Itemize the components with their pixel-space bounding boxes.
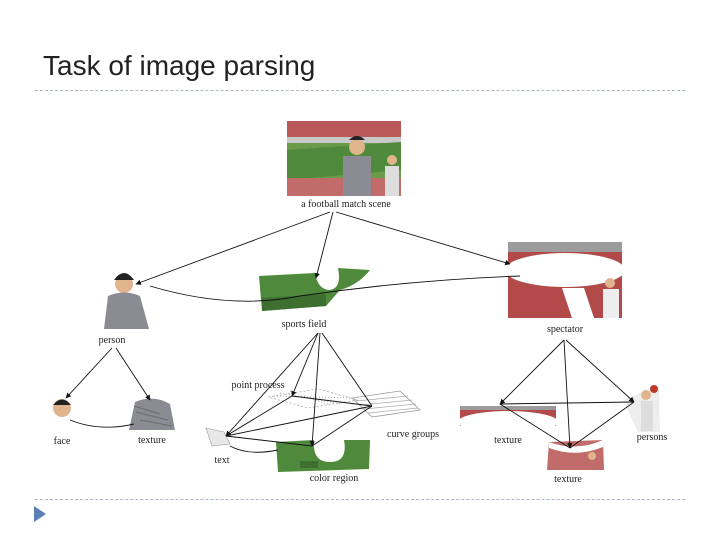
spectator-texture-left-patch (458, 406, 558, 433)
node-label-persons: persons (637, 432, 668, 443)
scene-photo (287, 121, 401, 196)
node-label-curve-groups: curve groups (387, 429, 439, 440)
node-label-point-process: point process (231, 380, 284, 391)
node-label-person: person (99, 335, 126, 346)
node-label-scene: a football match scene (301, 199, 391, 210)
sports-field-region (259, 268, 370, 311)
persons-patch (623, 385, 660, 432)
node-label-spectator: spectator (547, 324, 584, 335)
node-label-face: face (54, 436, 71, 447)
curve-groups-patch (351, 390, 421, 418)
slide-nav-arrow-icon[interactable] (34, 506, 46, 522)
slide-title: Task of image parsing (43, 50, 316, 81)
spectator-photo (505, 242, 625, 318)
node-label-color-region: color region (310, 473, 359, 484)
node-label-spectator-texture-left: texture (494, 435, 522, 446)
person-texture-patch (129, 398, 175, 430)
node-label-text: text (215, 455, 230, 466)
spectator-texture-bottom-patch (547, 440, 604, 470)
text-patch (205, 427, 231, 447)
edges (65, 211, 635, 453)
footer-divider (35, 499, 685, 500)
face-photo (53, 399, 71, 417)
person-photo (104, 273, 149, 329)
color-region-patch (276, 440, 370, 472)
title-divider (35, 90, 685, 91)
node-label-spectator-texture-bottom: texture (554, 474, 582, 485)
node-label-sports-field: sports field (282, 319, 327, 330)
node-label-person-texture: texture (138, 435, 166, 446)
